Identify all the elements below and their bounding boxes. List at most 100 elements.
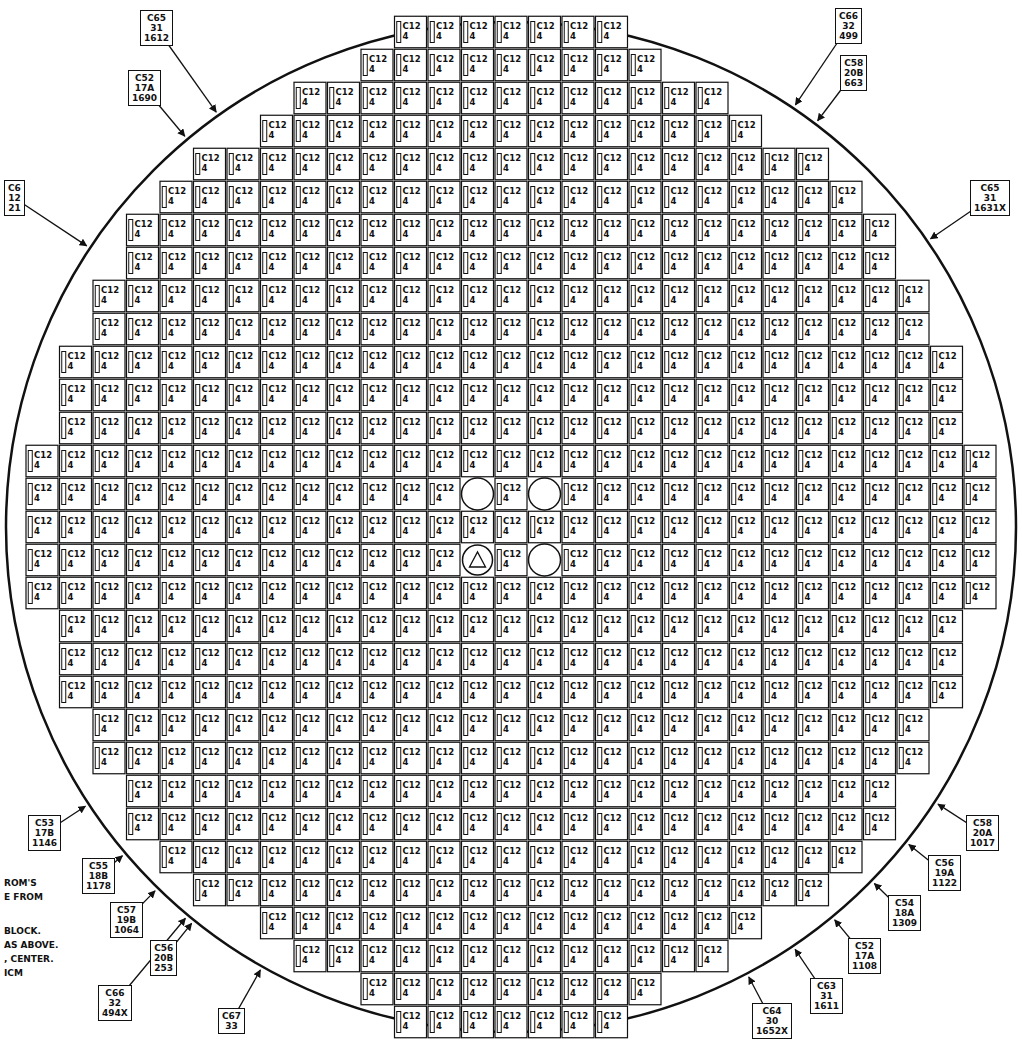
cell-label: C12 4	[604, 252, 622, 272]
cell-slot: C12 4	[135, 483, 153, 503]
fuel-cell	[763, 148, 795, 180]
fuel-cell	[294, 676, 326, 708]
fuel-cell	[328, 940, 360, 972]
fuel-cell	[629, 313, 661, 345]
fuel-cell	[26, 445, 58, 477]
cell-label: C12 4	[470, 87, 488, 107]
cell-label: C12 4	[771, 186, 789, 206]
fuel-cell	[529, 379, 561, 411]
cell-slot: C12 4	[537, 87, 555, 107]
fuel-cell	[730, 280, 762, 312]
channel-slot	[330, 187, 334, 208]
channel-slot	[363, 451, 367, 472]
fuel-cell	[562, 379, 594, 411]
cell-label: C12 4	[336, 351, 354, 371]
fuel-cell	[596, 181, 628, 213]
channel-slot	[363, 484, 367, 505]
cell-label: C12 4	[905, 483, 923, 503]
channel-slot	[598, 1012, 602, 1033]
cell-slot: C12 4	[838, 186, 856, 206]
fuel-cell	[830, 214, 862, 246]
cell-slot: C12 4	[403, 21, 421, 41]
channel-slot	[866, 583, 870, 604]
channel-slot	[363, 55, 367, 76]
cell-label: C12 4	[336, 384, 354, 404]
core-outline	[6, 22, 1016, 1032]
fuel-cell	[596, 643, 628, 675]
fuel-cell	[194, 775, 226, 807]
cell-slot: C12 4	[604, 120, 622, 140]
fuel-cell	[931, 412, 963, 444]
fuel-cell	[897, 742, 929, 774]
fuel-cell	[294, 709, 326, 741]
fuel-cell	[696, 247, 728, 279]
channel-slot	[698, 517, 702, 538]
fuel-cell	[663, 577, 695, 609]
channel-slot	[631, 352, 635, 373]
cell-label: C12 4	[537, 120, 555, 140]
fuel-cell	[931, 478, 963, 510]
cell-slot: C12 4	[570, 417, 588, 437]
fuel-cell	[462, 346, 494, 378]
channel-slot	[95, 616, 99, 637]
cell-slot: C12 4	[939, 417, 957, 437]
channel-slot	[62, 682, 66, 703]
fuel-cell	[730, 379, 762, 411]
channel-slot	[698, 253, 702, 274]
channel-slot	[866, 649, 870, 670]
channel-slot	[832, 649, 836, 670]
channel-slot	[765, 220, 769, 241]
fuel-cell	[830, 445, 862, 477]
cell-slot: C12 4	[470, 120, 488, 140]
fuel-cell	[663, 445, 695, 477]
channel-slot	[832, 715, 836, 736]
channel-slot	[732, 913, 736, 934]
cell-label: C12 4	[537, 219, 555, 239]
fuel-cell	[261, 280, 293, 312]
fuel-cell	[864, 346, 896, 378]
cell-slot: C12 4	[403, 285, 421, 305]
fuel-cell	[897, 544, 929, 576]
channel-slot	[464, 616, 468, 637]
cell-slot: C12 4	[905, 318, 923, 338]
cell-label: C12 4	[101, 384, 119, 404]
channel-slot	[464, 88, 468, 109]
channel-slot	[397, 1012, 401, 1033]
fuel-cell	[361, 907, 393, 939]
fuel-cell	[160, 478, 192, 510]
fuel-cell	[495, 940, 527, 972]
cell-slot: C12 4	[403, 483, 421, 503]
cell-slot: C12 4	[704, 318, 722, 338]
fuel-cell	[395, 214, 427, 246]
fuel-cell	[127, 577, 159, 609]
channel-slot	[631, 946, 635, 967]
cell-slot: C12 4	[168, 285, 186, 305]
cell-slot: C12 4	[537, 21, 555, 41]
channel-slot	[564, 1012, 568, 1033]
fuel-cell	[830, 478, 862, 510]
channel-slot	[363, 781, 367, 802]
cell-label: C12 4	[805, 252, 823, 272]
fuel-cell	[696, 841, 728, 873]
fuel-cell	[763, 544, 795, 576]
note-text: ICM	[4, 968, 23, 979]
cell-label: C12 4	[671, 483, 689, 503]
cell-slot: C12 4	[202, 219, 220, 239]
cell-slot: C12 4	[604, 153, 622, 173]
fuel-cell	[361, 808, 393, 840]
channel-slot	[698, 121, 702, 142]
channel-slot	[162, 484, 166, 505]
cell-label: C12 4	[436, 285, 454, 305]
cell-slot: C12 4	[302, 120, 320, 140]
channel-slot	[229, 418, 233, 439]
fuel-cell	[596, 973, 628, 1005]
cell-slot: C12 4	[872, 285, 890, 305]
cell-slot: C12 4	[570, 252, 588, 272]
channel-slot	[665, 220, 669, 241]
cell-label: C12 4	[336, 252, 354, 272]
cell-slot: C12 4	[436, 87, 454, 107]
channel-slot	[296, 154, 300, 175]
fuel-cell	[696, 214, 728, 246]
cell-slot: C12 4	[403, 87, 421, 107]
channel-slot	[732, 748, 736, 769]
